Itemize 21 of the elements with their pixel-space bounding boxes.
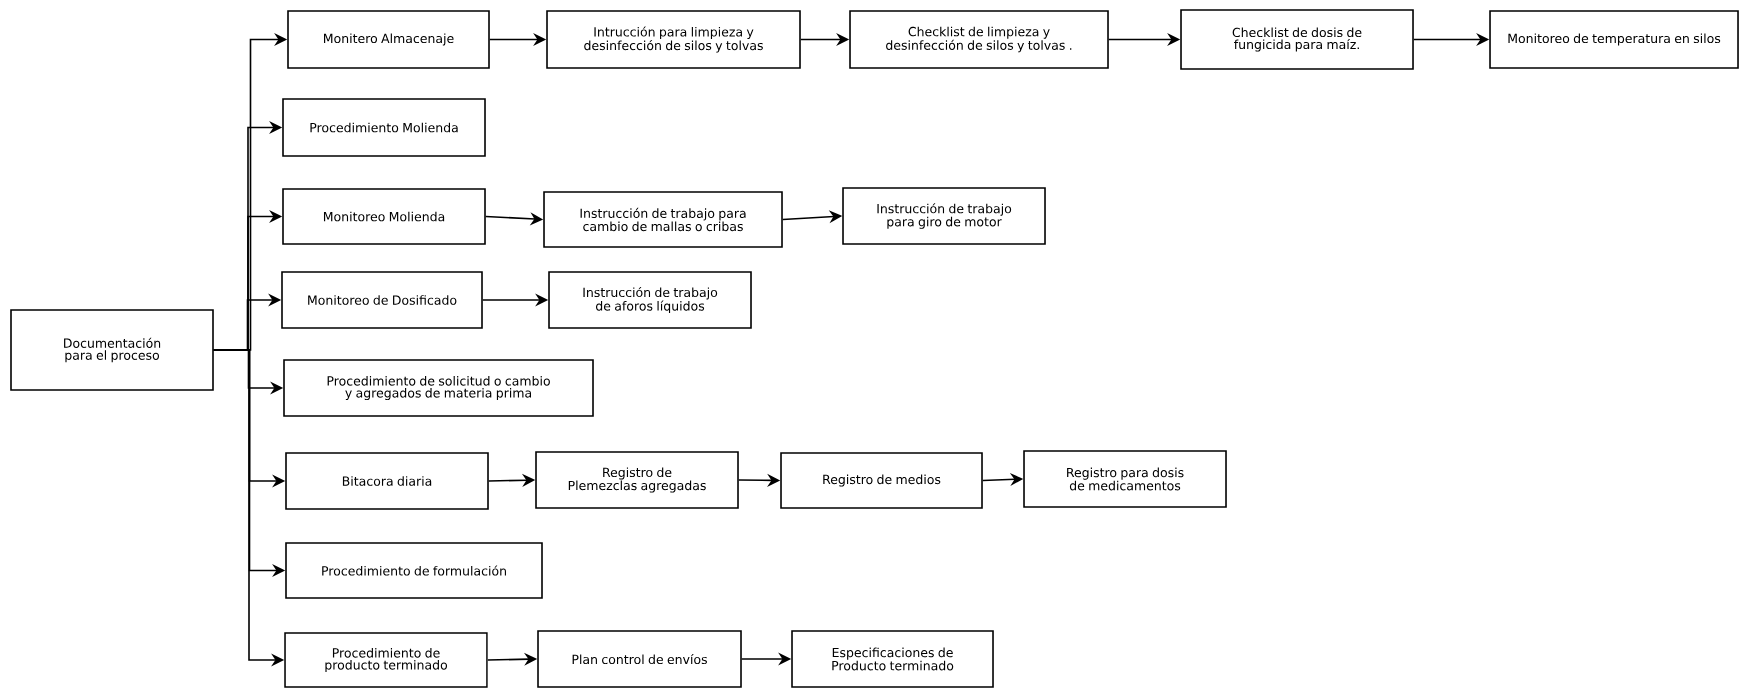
process-box: Instrucción de trabajo para cambio de mallas o cribas: [543, 191, 783, 248]
process-box: Monitoreo de temperatura en silos: [1489, 10, 1739, 69]
process-box: Instrucción de trabajo para giro de motor: [842, 187, 1046, 245]
process-box: Documentación para el proceso: [10, 309, 214, 391]
process-box: Procedimiento de formulación: [285, 542, 543, 599]
process-box: Monitoreo de Dosificado: [281, 271, 483, 329]
process-box: Intrucción para limpieza y desinfección de silos y tolvas: [546, 10, 801, 69]
process-box: Monitero Almacenaje: [287, 10, 490, 69]
process-box: Checklist de limpieza y desinfección de silos y tolvas .: [849, 10, 1109, 69]
process-box: Monitoreo Molienda: [282, 188, 486, 245]
process-box: Checklist de dosis de fungicida para maíz.: [1180, 9, 1414, 70]
process-box: Especificaciones de Producto terminado: [791, 630, 994, 688]
process-box: Instrucción de trabajo de aforos líquidos: [548, 271, 752, 329]
process-box: Registro para dosis de medicamentos: [1023, 450, 1227, 508]
process-box: Procedimiento de producto terminado: [284, 632, 488, 688]
process-box: Registro de medios: [780, 452, 983, 509]
process-box: Procedimiento Molienda: [282, 98, 486, 157]
process-box: Procedimiento de solicitud o cambio y agregados de materia prima: [283, 359, 594, 417]
process-box: Plan control de envíos: [537, 630, 742, 688]
process-box: Registro de Plemezclas agregadas: [535, 451, 739, 509]
process-box: Bitacora diaria: [285, 452, 489, 510]
